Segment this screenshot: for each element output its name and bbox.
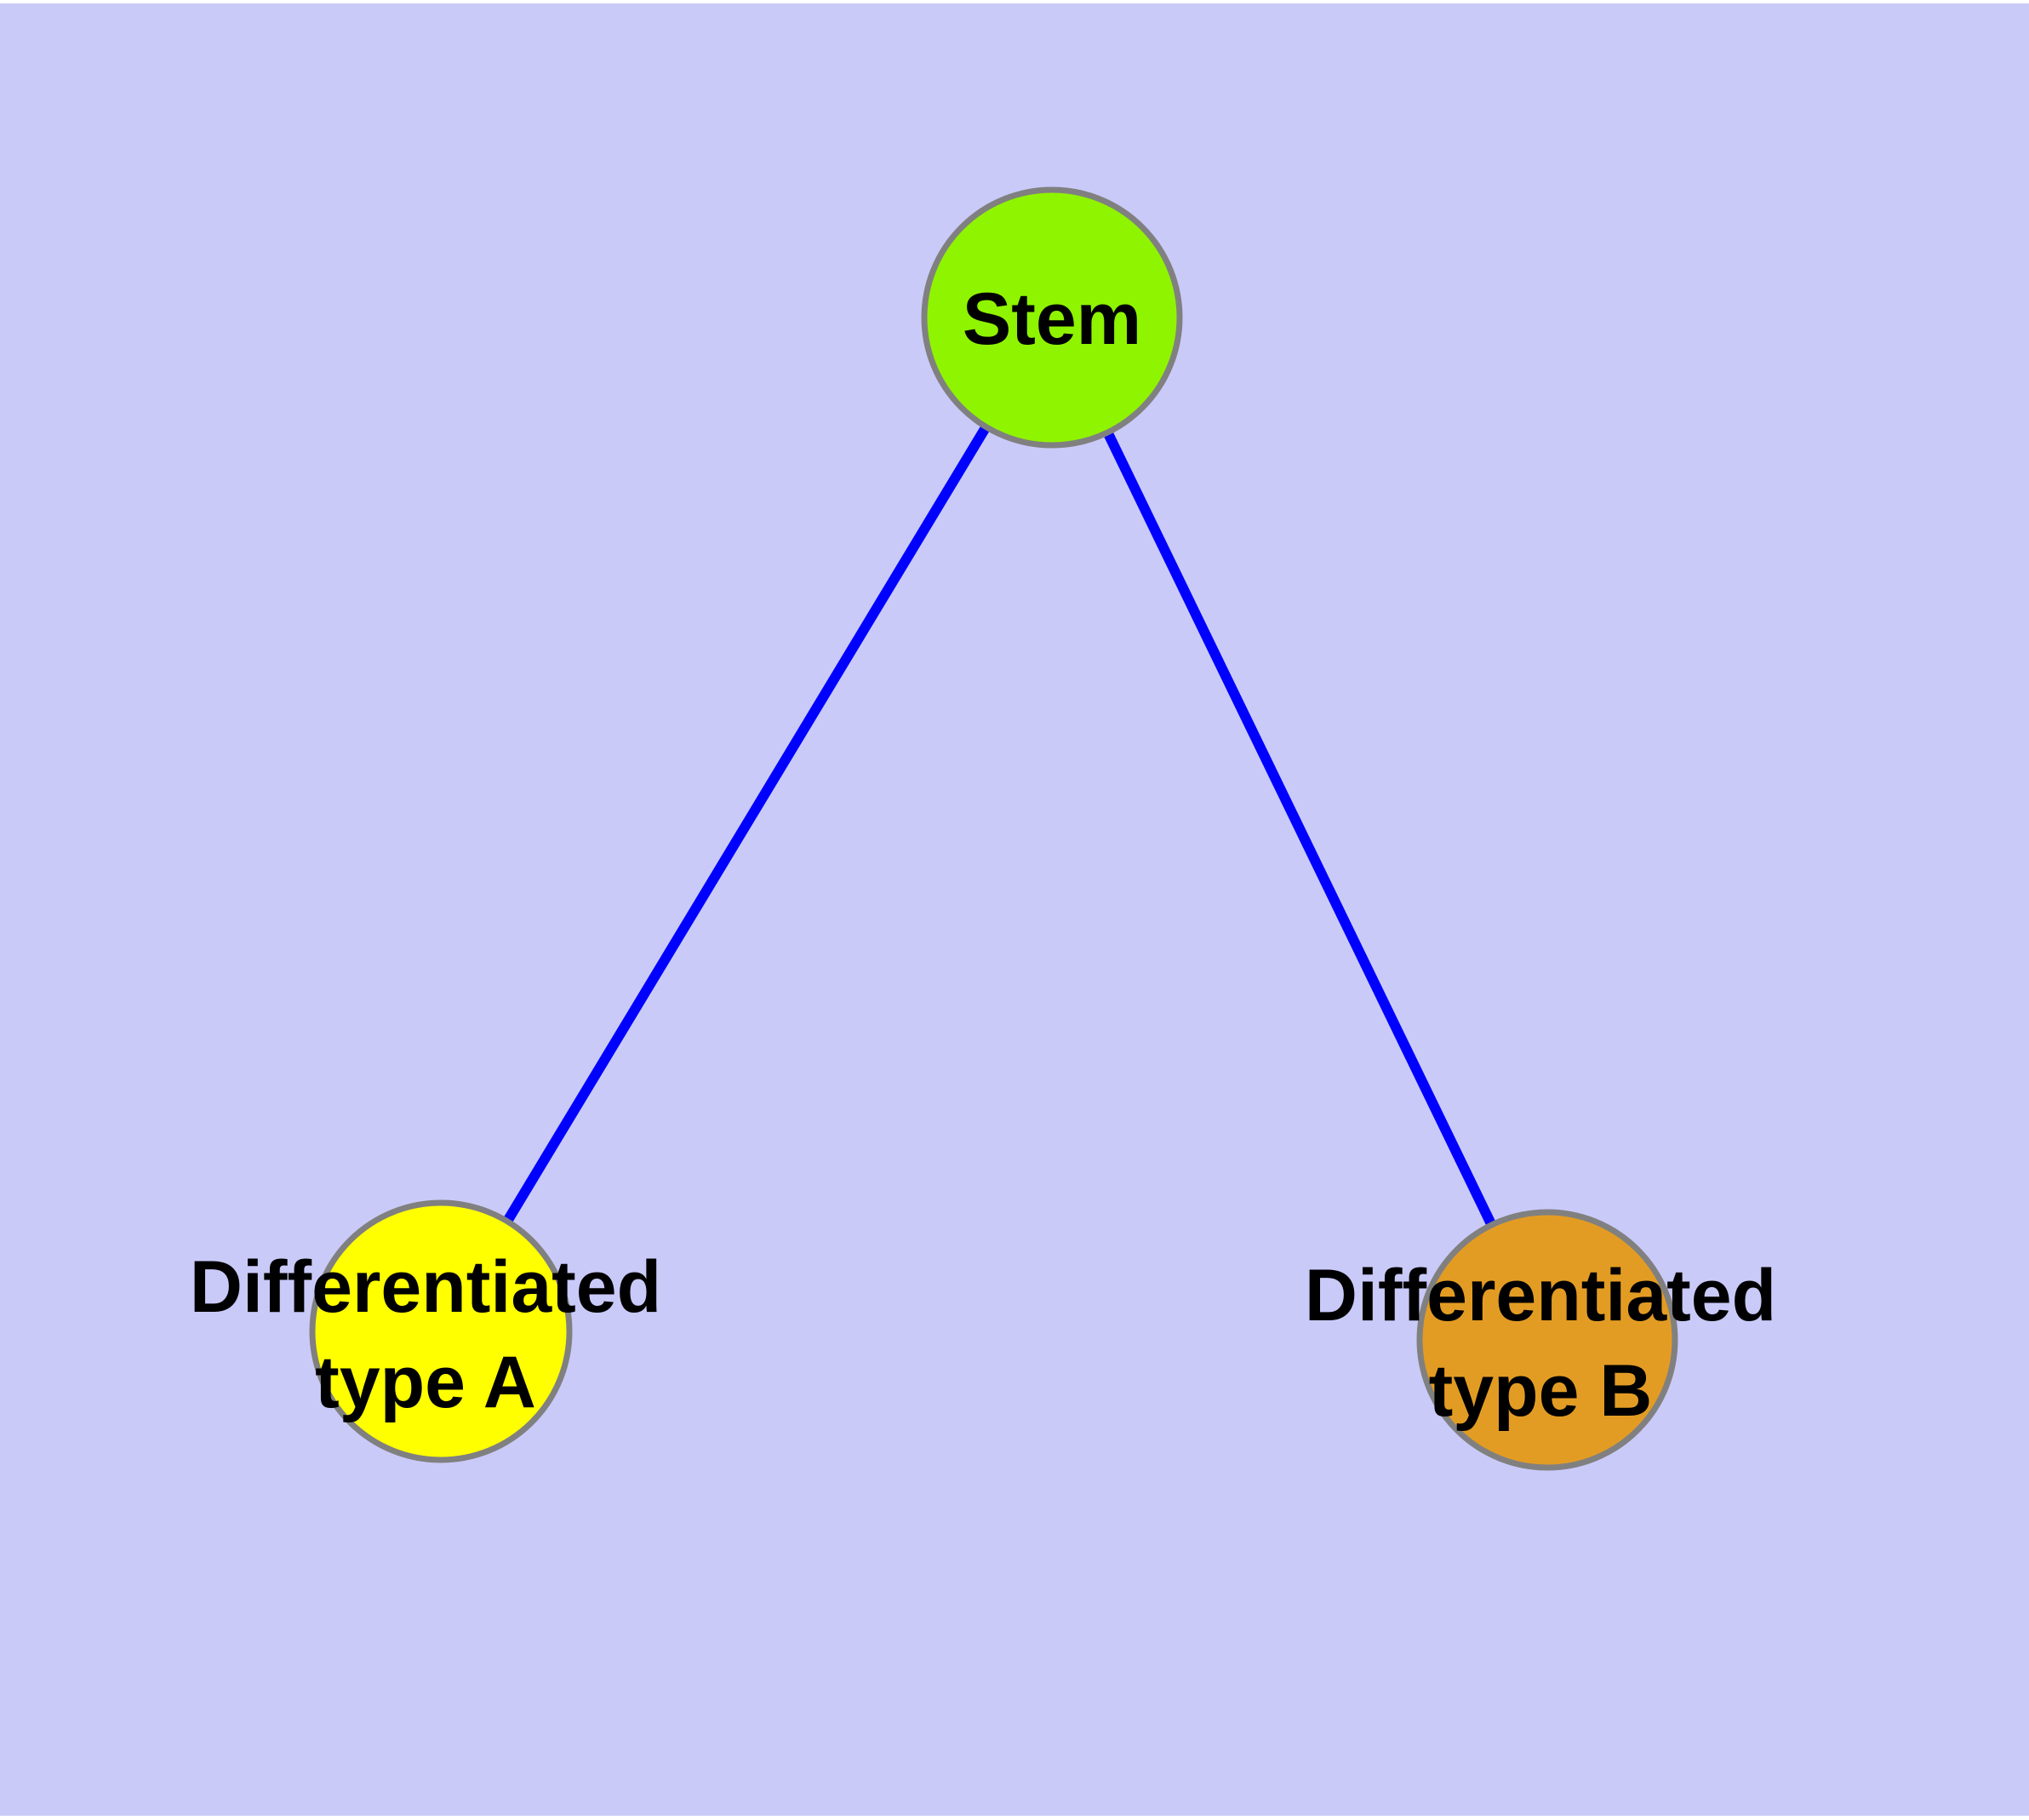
- edge-stem-to-type-b: [1047, 315, 1552, 1342]
- node-type-b-label-line2: type B: [1428, 1350, 1653, 1432]
- node-type-b-label-line1: Differentiated: [1304, 1255, 1777, 1336]
- node-stem-circle: [921, 186, 1183, 449]
- node-stem-label: Stem: [963, 272, 1141, 367]
- node-stem-label-text: Stem: [962, 278, 1142, 360]
- node-type-a-label: Differentiated type A: [190, 1239, 661, 1430]
- node-type-b-circle: [1416, 1209, 1678, 1471]
- node-type-a-label-line2: type A: [315, 1342, 536, 1423]
- node-type-b-label: Differentiated type B: [1305, 1248, 1776, 1439]
- node-type-a-label-line1: Differentiated: [189, 1246, 662, 1328]
- edge-stem-to-type-a: [436, 314, 1057, 1335]
- node-type-a-circle: [309, 1199, 573, 1463]
